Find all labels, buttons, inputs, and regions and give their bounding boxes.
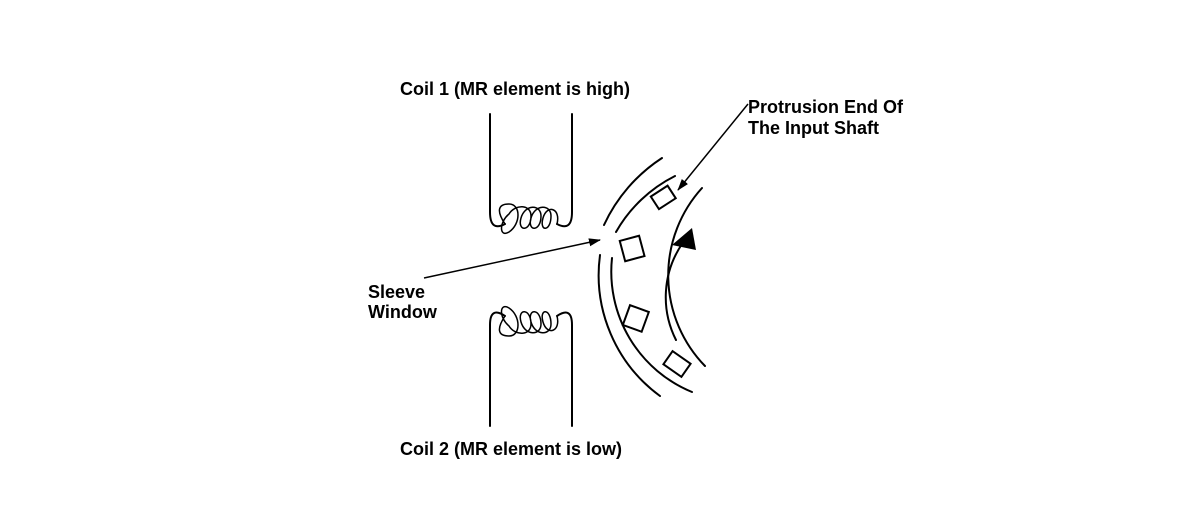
shaft-protrusion-4: [662, 349, 692, 379]
coil2: [489, 305, 573, 427]
rotation-arrow-arc: [664, 243, 683, 341]
coil1-label: Coil 1 (MR element is high): [400, 79, 630, 99]
rotation-arrow: [664, 228, 696, 341]
shaft-protrusion-2: [618, 234, 646, 263]
rotation-arrowhead: [672, 228, 696, 250]
input-shaft: [618, 184, 706, 379]
shaft-rim: [667, 187, 706, 367]
sleeve-outer-arc-lower: [597, 254, 661, 397]
sleeve: [597, 157, 693, 397]
coil2-label: Coil 2 (MR element is low): [400, 439, 622, 459]
sleeve-inner-arc-upper: [615, 175, 676, 233]
protrusion-label-line1: Protrusion End Of: [748, 97, 904, 117]
protrusion-label-line2: The Input Shaft: [748, 118, 879, 138]
coil1: [489, 113, 573, 235]
sleeve-window-leader-arrow: [423, 238, 601, 279]
sleeve-window-label-line1: Sleeve: [368, 282, 425, 302]
shaft-protrusion-3: [621, 303, 651, 334]
protrusion-leader-arrow: [677, 103, 749, 191]
sleeve-window-label-line2: Window: [368, 302, 438, 322]
sleeve-outer-arc-upper: [603, 157, 663, 226]
shaft-protrusion-1: [649, 184, 678, 211]
sleeve-inner-arc-lower: [610, 257, 693, 393]
